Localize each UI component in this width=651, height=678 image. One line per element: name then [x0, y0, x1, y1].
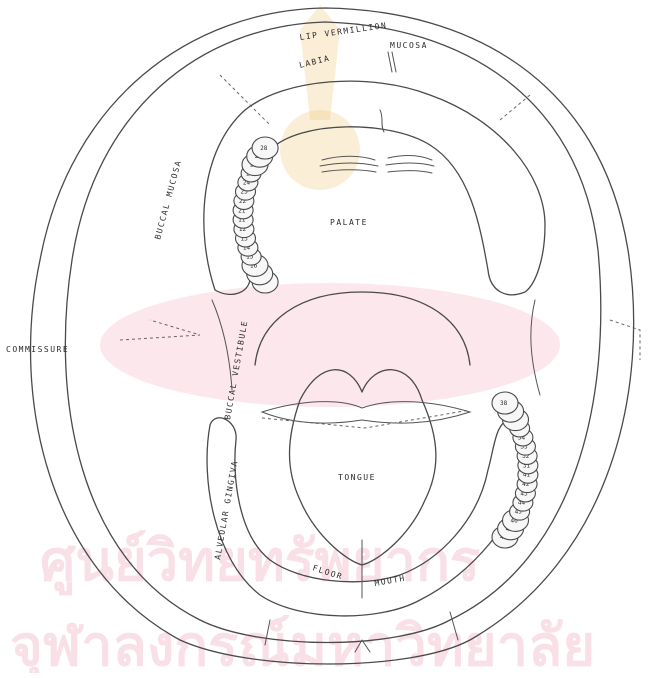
- labia-leader-right: [500, 95, 530, 120]
- tooth-number: 28: [260, 145, 268, 152]
- commissure-leader-right: [610, 320, 640, 360]
- upper-frenum-mark: [388, 52, 396, 72]
- upper-teeth: 18171615141312112122232425262728: [233, 137, 278, 293]
- label-tongue: TONGUE: [338, 473, 376, 482]
- lower-teeth: 48474645444342413132333435363738: [492, 392, 538, 548]
- label-commissure: COMMISSURE: [6, 345, 69, 354]
- ruga-line: [386, 163, 434, 166]
- labia-leader-left: [220, 75, 270, 125]
- tooth-number: 38: [500, 400, 508, 407]
- label-buccal-mucosa: BUCCAL MUCOSA: [153, 159, 183, 241]
- label-mucosa: MUCOSA: [390, 41, 428, 50]
- label-palate: PALATE: [330, 218, 368, 227]
- ruga-line: [388, 156, 432, 160]
- watermark-band: [100, 283, 560, 407]
- watermark-crest: [280, 110, 360, 190]
- watermark-text-line1: ศูนย์วิทยทรัพยากร: [40, 528, 480, 596]
- ruga-line: [388, 171, 432, 173]
